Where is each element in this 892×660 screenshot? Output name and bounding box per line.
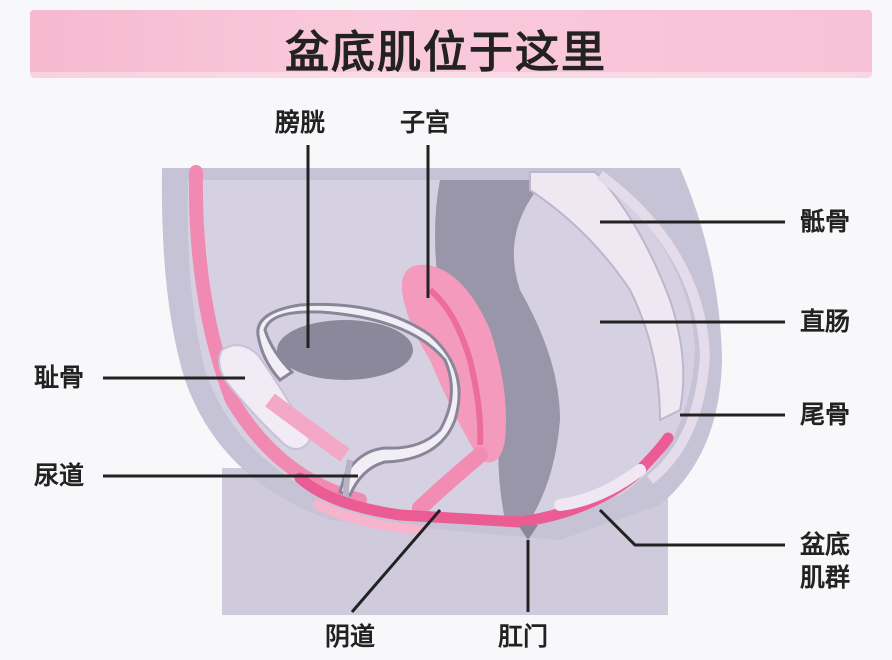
pubic-bone <box>218 344 312 450</box>
label-bladder: 膀胱 <box>275 108 326 137</box>
leader-pelvic-floor <box>598 508 785 547</box>
coccyx-bone <box>554 464 646 511</box>
label-anus: 肛门 <box>498 622 549 651</box>
leader-lines <box>103 145 785 613</box>
label-pelvic-floor-line2: 肌群 <box>800 563 851 592</box>
rectum-shape <box>435 180 560 528</box>
label-pelvic-floor-line1: 盆底 <box>800 530 851 559</box>
label-rectum: 直肠 <box>800 307 851 336</box>
vagina-tube <box>412 447 488 516</box>
pelvic-floor-muscle <box>294 432 674 528</box>
page-title: 盆底肌位于这里 <box>285 27 607 78</box>
label-pubic-bone: 耻骨 <box>34 363 85 392</box>
anal-canal <box>518 525 538 540</box>
pubic-ligament <box>265 393 350 462</box>
label-urethra: 尿道 <box>34 461 85 490</box>
perineal-muscle <box>313 500 425 535</box>
leader-vagina <box>350 509 442 613</box>
uterus-inner <box>428 287 484 446</box>
label-sacrum: 骶骨 <box>800 207 851 236</box>
label-vagina: 阴道 <box>325 622 376 651</box>
label-coccyx: 尾骨 <box>800 400 851 429</box>
title-banner <box>30 10 872 78</box>
bladder-cavity <box>277 320 413 380</box>
label-uterus: 子宫 <box>400 108 451 137</box>
bladder-shape <box>256 302 461 497</box>
